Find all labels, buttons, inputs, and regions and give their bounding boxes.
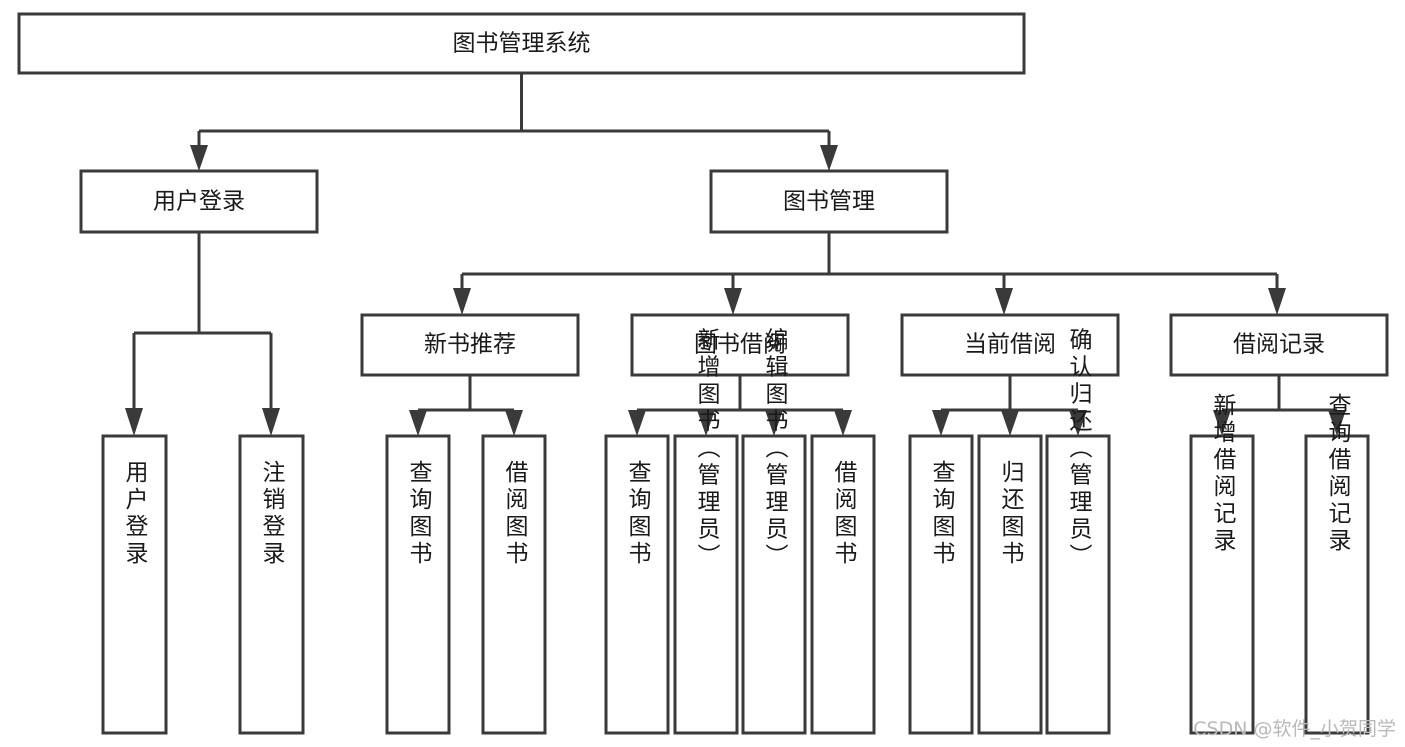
leaf-box-user-login-0[interactable]: [101, 434, 168, 735]
leaf-node-book-borrow-2[interactable]: 编辑图书（管理员）: [741, 328, 807, 735]
leaf-box-borrow-records-1[interactable]: [1304, 434, 1370, 735]
node-label-user-login: 用户登录: [153, 189, 245, 215]
leaf-node-user-login-1[interactable]: 注销登录: [238, 434, 305, 735]
arrow-head-borrow-leaf2: [765, 410, 783, 436]
leaf-node-book-borrow-3[interactable]: 借阅图书: [810, 434, 876, 735]
arrow-head-current-leaf1: [1001, 410, 1019, 436]
leaf-label-book-borrow-1: 新增图书（管理员）: [693, 328, 721, 571]
arrow-head-borrow-leaf3: [834, 410, 852, 436]
leaf-box-new-book-1[interactable]: [481, 434, 547, 735]
leaf-node-book-borrow-1[interactable]: 新增图书（管理员）: [673, 328, 739, 735]
arrow-head-to-newbook: [453, 288, 471, 315]
arrow-head-borrow-leaf1: [697, 410, 715, 436]
node-box-book-borrow[interactable]: [630, 313, 850, 377]
node-borrow-records[interactable]: 借阅记录: [1169, 313, 1389, 377]
arrow-head-to-records: [1268, 288, 1286, 315]
leaf-node-new-book-1[interactable]: 借阅图书: [481, 434, 547, 735]
node-box-root[interactable]: [17, 12, 1026, 75]
leaf-label-book-borrow-2: 编辑图书（管理员）: [761, 328, 789, 571]
connector-layer: [125, 73, 1346, 436]
node-new-book-recommend[interactable]: 新书推荐: [360, 313, 580, 377]
node-current-borrow[interactable]: 当前借阅: [900, 313, 1120, 377]
arrow-head-to-borrow: [724, 288, 742, 315]
leaf-box-new-book-0[interactable]: [385, 434, 451, 735]
leaf-node-borrow-records-0[interactable]: 新增借阅记录: [1189, 393, 1255, 735]
leaf-node-new-book-0[interactable]: 查询图书: [385, 434, 451, 735]
arrow-head-userlogin-leaf1: [262, 408, 280, 436]
node-box-current-borrow[interactable]: [900, 313, 1120, 377]
node-box-book-management[interactable]: [709, 169, 949, 234]
arrow-head-userlogin-leaf0: [125, 408, 143, 436]
watermark-label: CSDN @软件_小贺同学: [1193, 718, 1396, 740]
leaf-label-book-borrow-3: 借阅图书: [830, 460, 858, 568]
arrow-head-newbook-leaf1: [505, 410, 523, 436]
leaf-label-borrow-records-0: 新增借阅记录: [1209, 393, 1237, 555]
arrow-head-to-bookmgmt: [820, 145, 838, 171]
node-user-login[interactable]: 用户登录: [79, 169, 319, 234]
leaf-label-new-book-0: 查询图书: [405, 460, 433, 568]
leaf-box-borrow-records-0[interactable]: [1189, 434, 1255, 735]
node-root-system[interactable]: 图书管理系统: [17, 12, 1026, 75]
node-label-new-book-recommend: 新书推荐: [424, 332, 516, 358]
arrow-head-to-userlogin: [190, 145, 208, 171]
leaf-box-current-borrow-0[interactable]: [908, 434, 974, 735]
leaf-box-book-borrow-3[interactable]: [810, 434, 876, 735]
arrow-head-records-leaf0: [1213, 410, 1231, 436]
node-label-root: 图书管理系统: [453, 31, 591, 57]
leaf-label-user-login-1: 注销登录: [258, 460, 286, 568]
leaf-box-book-borrow-1[interactable]: [673, 434, 739, 735]
leaf-box-current-borrow-2[interactable]: [1045, 434, 1111, 735]
leaf-node-user-login-0[interactable]: 用户登录: [101, 434, 168, 735]
leaf-label-current-borrow-2: 确认归还（管理员）: [1065, 328, 1093, 571]
leaf-node-current-borrow-0[interactable]: 查询图书: [908, 434, 974, 735]
node-label-borrow-records: 借阅记录: [1233, 332, 1325, 358]
leaf-node-current-borrow-1[interactable]: 归还图书: [977, 434, 1043, 735]
node-box-borrow-records[interactable]: [1169, 313, 1389, 377]
node-book-borrow[interactable]: 图书借阅: [630, 313, 850, 377]
leaf-node-borrow-records-1[interactable]: 查询借阅记录: [1304, 393, 1370, 735]
arrow-head-current-leaf0: [932, 410, 950, 436]
arrow-head-borrow-leaf0: [628, 410, 646, 436]
leaf-label-book-borrow-0: 查询图书: [624, 460, 652, 568]
node-box-new-book-recommend[interactable]: [360, 313, 580, 377]
node-label-book-management: 图书管理: [783, 189, 875, 215]
leaf-node-book-borrow-0[interactable]: 查询图书: [604, 434, 670, 735]
leaf-label-current-borrow-1: 归还图书: [997, 460, 1025, 568]
node-box-user-login[interactable]: [79, 169, 319, 234]
leaf-label-current-borrow-0: 查询图书: [928, 460, 956, 568]
leaf-label-new-book-1: 借阅图书: [501, 460, 529, 568]
arrow-head-current-leaf2: [1069, 410, 1087, 436]
arrow-head-newbook-leaf0: [409, 410, 427, 436]
leaf-node-current-borrow-2[interactable]: 确认归还（管理员）: [1045, 328, 1111, 735]
leaf-box-current-borrow-1[interactable]: [977, 434, 1043, 735]
leaf-box-book-borrow-2[interactable]: [741, 434, 807, 735]
node-label-current-borrow: 当前借阅: [964, 332, 1056, 358]
leaf-label-user-login-0: 用户登录: [121, 460, 149, 568]
node-label-book-borrow: 图书借阅: [694, 332, 786, 358]
leaf-box-book-borrow-0[interactable]: [604, 434, 670, 735]
arrow-head-to-current: [995, 288, 1013, 315]
node-book-management[interactable]: 图书管理: [709, 169, 949, 234]
leaf-label-borrow-records-1: 查询借阅记录: [1324, 393, 1352, 555]
arrow-head-records-leaf1: [1328, 410, 1346, 436]
leaf-box-user-login-1[interactable]: [238, 434, 305, 735]
